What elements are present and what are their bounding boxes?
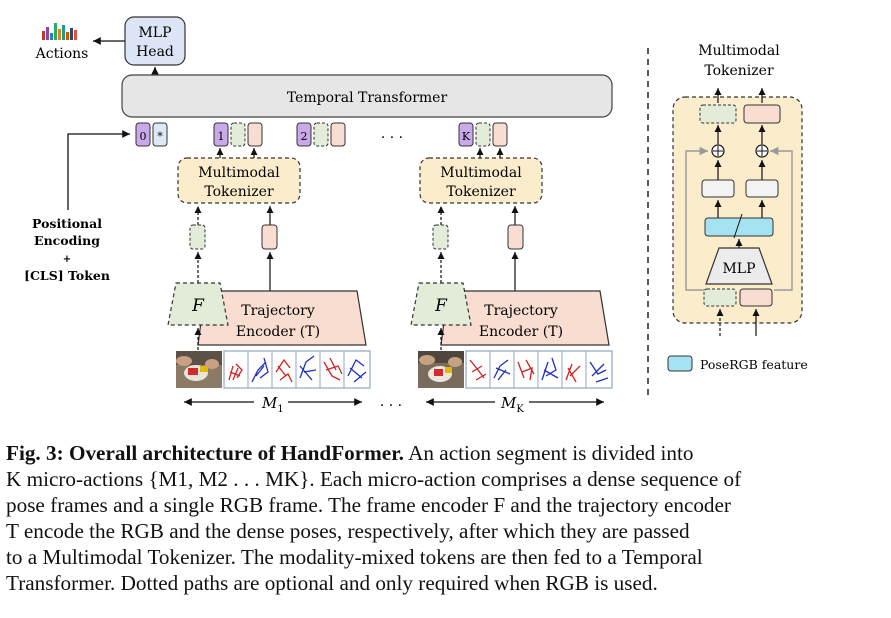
pos-token-2 — [296, 122, 312, 147]
traj1-label-1: Trajectory — [241, 303, 315, 319]
legend-label: PoseRGB feature — [700, 357, 808, 372]
tokenizer-detail-panel: Multimodal Tokenizer MLP — [667, 43, 808, 372]
trajectory-encoder-1 — [197, 290, 367, 346]
cls-token — [135, 122, 151, 147]
positional-encoding-label: Positional Encoding + [CLS] Token — [24, 216, 110, 283]
side-out-rgb-token — [699, 104, 737, 124]
trajk-label-2: Encoder (T) — [479, 324, 563, 340]
trajectory-encoder-k — [440, 290, 610, 346]
caption-line-6: Transformer. Dotted paths are optional a… — [6, 571, 658, 595]
traj1-label-2: Encoder (T) — [236, 324, 320, 340]
pose-sequence-1 — [223, 350, 371, 389]
pose-token-1 — [247, 122, 263, 147]
pose-frames-k — [469, 351, 609, 388]
caption-line-5: to a Multimodal Tokenizer. The modality-… — [6, 545, 703, 569]
pose-rgb-feature-bar — [704, 217, 774, 237]
tokens-ellipsis: · · · — [381, 130, 403, 146]
side-proj-right — [745, 179, 779, 198]
tokenizer1-label-1: Multimodal — [198, 165, 280, 181]
frame-encoder-k-label: F — [434, 296, 448, 316]
token-label-star: * — [157, 130, 163, 143]
tokenizerk-label-1: Multimodal — [440, 165, 522, 181]
mlp-head-label-1: MLP — [138, 25, 171, 41]
pose-feature-1 — [261, 224, 278, 250]
tokenizer1-label-2: Tokenizer — [204, 184, 274, 200]
m1-label: M1 — [261, 394, 284, 415]
positional-encoding-arrow — [67, 130, 130, 210]
pose-sequence-k — [465, 350, 613, 389]
tokenizerk-label-2: Tokenizer — [446, 184, 516, 200]
side-mlp — [705, 247, 773, 285]
pos-token-k — [458, 122, 474, 147]
side-title-2: Tokenizer — [704, 63, 774, 79]
positional-label-2: Encoding — [34, 233, 100, 248]
residual-left — [685, 146, 708, 291]
groups-ellipsis: · · · — [380, 398, 402, 414]
micro-action-group-1: Multimodal Tokenizer Trajectory Encoder … — [167, 148, 371, 389]
pose-feature-k — [507, 224, 524, 250]
side-in-rgb-token — [703, 288, 737, 307]
tokenizer-detail-box — [672, 96, 803, 324]
trajk-label-1: Trajectory — [484, 303, 558, 319]
rgb-feature-k — [432, 224, 449, 250]
temporal-transformer-label: Temporal Transformer — [287, 90, 448, 106]
rgb-token-2 — [313, 122, 329, 147]
pose-token-2 — [330, 122, 346, 147]
rgb-token-1 — [230, 122, 246, 147]
token-label-1: 1 — [218, 130, 225, 143]
caption-label: Fig. 3: Overall architecture of HandForm… — [6, 441, 404, 465]
caption-line-1: Fig. 3: Overall architecture of HandForm… — [6, 440, 886, 466]
star-token — [152, 122, 168, 147]
caption-line-2: K micro-actions {M1, M2 . . . MK}. Each … — [6, 467, 742, 491]
caption-line-4: T encode the RGB and the dense poses, re… — [6, 519, 690, 543]
pose-token-k — [492, 122, 508, 147]
token-row: 0 * 1 2 · · · K — [135, 122, 508, 147]
micro-action-group-k: Multimodal Tokenizer Trajectory Encoder … — [410, 148, 613, 389]
side-out-pose-token — [743, 104, 781, 124]
caption-text-1: An action segment is divided into — [403, 441, 694, 465]
actions-label: Actions — [35, 46, 89, 62]
multimodal-tokenizer-1 — [177, 157, 301, 204]
rgb-feature-1 — [189, 224, 206, 250]
token-label-2: 2 — [301, 130, 308, 143]
rgb-frame-1 — [176, 351, 222, 388]
frame-encoder-1-label: F — [191, 296, 205, 316]
side-in-pose-token — [739, 288, 773, 307]
legend-swatch — [667, 355, 693, 372]
residual-right — [770, 146, 793, 291]
pos-token-1 — [213, 122, 229, 147]
mk-label: MK — [500, 394, 524, 415]
side-mlp-label: MLP — [722, 261, 755, 277]
multimodal-tokenizer-k — [419, 157, 543, 204]
token-label-k: K — [462, 130, 471, 143]
actions-bars-icon — [42, 23, 77, 40]
side-title-1: Multimodal — [698, 43, 780, 59]
positional-label-4: [CLS] Token — [24, 268, 110, 283]
token-label-0: 0 — [140, 130, 147, 143]
figure-caption: Fig. 3: Overall architecture of HandForm… — [6, 440, 886, 596]
frame-encoder-1 — [167, 282, 229, 326]
side-proj-left — [701, 179, 735, 198]
positional-label-1: Positional — [32, 216, 102, 231]
caption-line-3: pose frames and a single RGB frame. The … — [6, 493, 731, 517]
temporal-transformer-box — [121, 74, 613, 118]
frame-encoder-k — [410, 282, 472, 326]
architecture-diagram: Actions MLP Head Temporal Transformer 0 … — [24, 16, 808, 415]
positional-label-3: + — [63, 254, 71, 265]
rgb-token-k — [475, 122, 491, 147]
mlp-head-label-2: Head — [136, 44, 174, 60]
rgb-frame-k — [418, 351, 464, 388]
pose-frames-1 — [228, 351, 367, 388]
